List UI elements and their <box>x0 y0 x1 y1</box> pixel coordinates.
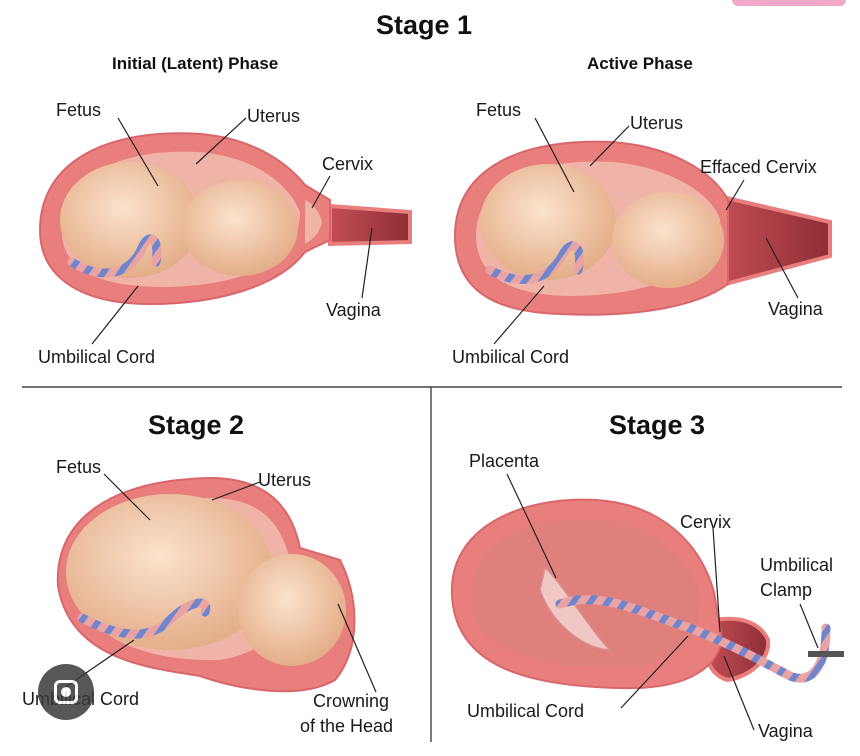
latent-cord-label: Umbilical Cord <box>38 347 156 367</box>
latent-umbilical-cord <box>67 234 162 278</box>
active-cervix-label: Effaced Cervix <box>700 157 817 177</box>
stage3-cervix-label: Cervix <box>680 512 732 532</box>
active-phase-heading: Active Phase <box>587 54 693 73</box>
latent-fetus-label: Fetus <box>56 100 102 120</box>
stage3-cord-label: Umbilical Cord <box>467 701 585 721</box>
lens-icon <box>54 680 78 704</box>
active-umbilical-cord <box>485 241 584 284</box>
lens-search-button[interactable] <box>38 664 94 720</box>
active-fetus-label: Fetus <box>476 100 522 120</box>
stage2-title: Stage 2 <box>148 410 245 440</box>
top-tab-fragment <box>732 0 846 6</box>
stage2-uterus-label: Uterus <box>258 470 312 490</box>
active-fetus-head <box>612 192 724 288</box>
crowning-label-line1: Crowning <box>313 691 390 711</box>
active-fetus-body <box>480 164 616 280</box>
stage2-fetus-label: Fetus <box>56 457 102 477</box>
latent-uterus-label: Uterus <box>247 106 301 126</box>
leader-lines <box>63 117 819 731</box>
latent-phase-heading: Initial (Latent) Phase <box>112 54 279 73</box>
latent-phase-illustration <box>38 132 412 306</box>
placenta <box>539 566 612 651</box>
active-vagina <box>716 193 832 289</box>
placenta-label: Placenta <box>469 451 540 471</box>
stage3-umbilical-cord <box>555 595 831 683</box>
stage3-vagina-label: Vagina <box>758 721 813 741</box>
stage2-fetus-head <box>238 554 346 666</box>
clamp-label-line2: Clamp <box>760 580 813 600</box>
stage2-fetus-body <box>66 494 274 650</box>
latent-fetus-body <box>60 162 200 278</box>
stage3-title: Stage 3 <box>609 410 706 440</box>
crowning-label-line2: of the Head <box>300 716 394 736</box>
stage2-umbilical-cord <box>77 598 211 639</box>
stage1-title: Stage 1 <box>376 10 473 40</box>
clamp-label-line1: Umbilical <box>760 555 834 575</box>
active-phase-illustration <box>453 140 832 316</box>
latent-vagina-label: Vagina <box>326 300 381 320</box>
stage2-illustration <box>56 476 356 693</box>
active-uterus-label: Uterus <box>630 113 684 133</box>
latent-cervix-label: Cervix <box>322 154 374 174</box>
stage3-illustration <box>450 498 844 690</box>
active-vagina-label: Vagina <box>768 299 823 319</box>
latent-fetus-head <box>182 180 298 276</box>
active-cord-label: Umbilical Cord <box>452 347 570 367</box>
